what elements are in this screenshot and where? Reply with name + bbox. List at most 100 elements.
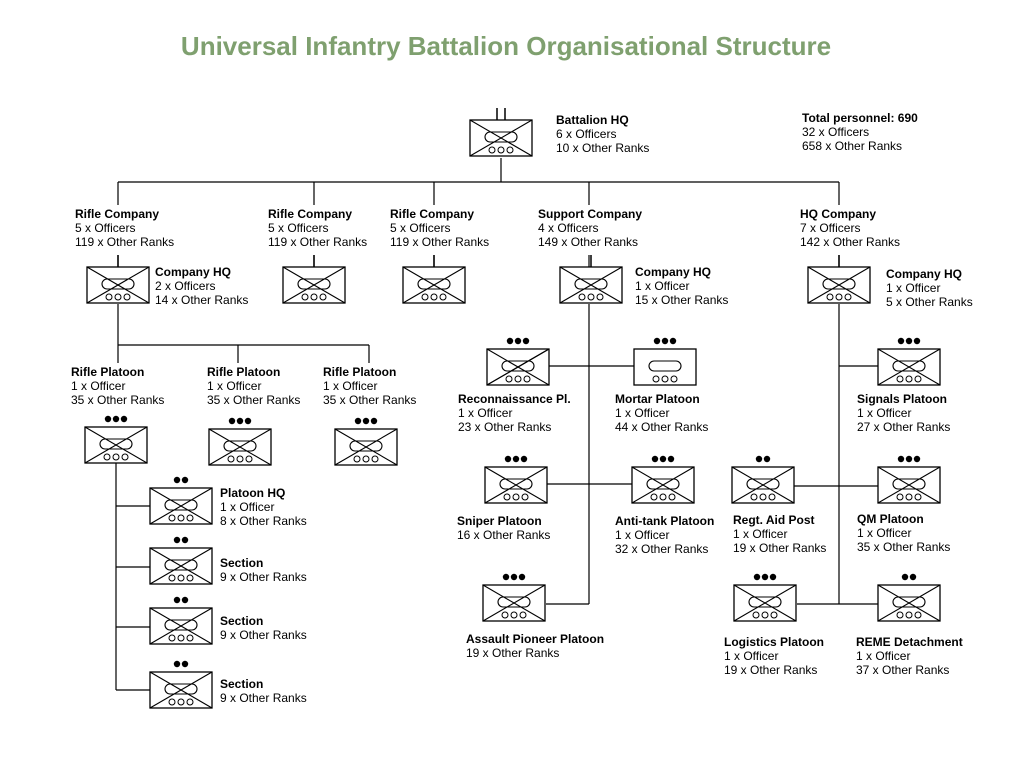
unit-name: Mortar Platoon xyxy=(615,392,700,406)
cross-line xyxy=(149,607,213,645)
wheel-circle xyxy=(587,293,595,301)
wheel-circle xyxy=(659,493,667,501)
wheel-circle xyxy=(523,375,531,383)
echelon-dot xyxy=(236,417,244,425)
unit-strength-line: 1 x Officer xyxy=(856,649,911,663)
wheel-circle xyxy=(914,375,922,383)
unit-name: Anti-tank Platoon xyxy=(615,514,715,528)
wheel-circle xyxy=(168,514,176,522)
echelon-dot xyxy=(181,476,189,484)
rc2-unit-symbol xyxy=(282,255,346,304)
page-title: Universal Infantry Battalion Organisatio… xyxy=(180,31,832,61)
unit-strength-line: 35 x Other Ranks xyxy=(71,393,165,407)
unit-strength-line: 149 x Other Ranks xyxy=(538,235,639,249)
tracked-oval xyxy=(499,478,533,490)
unit-strength-line: 10 x Other Ranks xyxy=(556,141,650,155)
wheel-circle xyxy=(510,611,518,619)
echelon-dot xyxy=(905,455,913,463)
unit-strength-line: 9 x Other Ranks xyxy=(220,691,307,705)
cross-line xyxy=(149,487,213,525)
wheel-circle xyxy=(123,293,131,301)
cross-line xyxy=(877,466,941,504)
echelon-dot xyxy=(173,660,181,668)
wheel-circle xyxy=(521,493,529,501)
echelon-dot xyxy=(228,417,236,425)
echelon-dot xyxy=(104,415,112,423)
unit-name: Section xyxy=(220,677,264,691)
echelon-dot xyxy=(181,536,189,544)
cross-line xyxy=(469,119,533,157)
tracked-oval xyxy=(501,360,535,372)
echelon-dot xyxy=(520,455,528,463)
cross-line xyxy=(149,671,213,709)
wheel-circle xyxy=(439,293,447,301)
echelon-dot xyxy=(769,573,777,581)
echelon-dot xyxy=(510,573,518,581)
echelon-dot xyxy=(763,455,771,463)
tracked-oval xyxy=(648,360,682,372)
tracked-oval xyxy=(164,683,198,695)
unit-strength-line: 119 x Other Ranks xyxy=(268,235,368,249)
wheel-circle xyxy=(896,611,904,619)
wheel-circle xyxy=(245,455,253,463)
cross-line xyxy=(631,466,695,504)
tracked-oval xyxy=(892,360,926,372)
echelon-dot xyxy=(181,660,189,668)
unit-strength-line: 19 x Other Ranks xyxy=(724,663,818,677)
cross-line xyxy=(877,584,941,622)
wheel-circle xyxy=(519,611,527,619)
echelon-dot xyxy=(173,596,181,604)
wheel-circle xyxy=(506,146,514,154)
tracked-oval xyxy=(99,438,133,450)
rc3-unit-symbol xyxy=(402,255,466,304)
echelon-dot xyxy=(905,337,913,345)
unit-strength-line: 1 x Officer xyxy=(886,281,941,295)
wheel-circle xyxy=(186,574,194,582)
wheel-circle xyxy=(503,493,511,501)
unit-name: Sniper Platoon xyxy=(457,514,542,528)
rc1-unit-symbol xyxy=(86,255,150,304)
unit-strength-line: 7 x Officers xyxy=(800,221,861,235)
echelon-dot xyxy=(506,337,514,345)
wheel-circle xyxy=(319,293,327,301)
total-officers: 32 x Officers xyxy=(802,125,870,139)
unit-strength-line: 35 x Other Ranks xyxy=(857,540,951,554)
cross-line xyxy=(334,428,398,466)
unit-strength-line: 27 x Other Ranks xyxy=(857,420,951,434)
unit-name: Company HQ xyxy=(635,265,712,279)
echelon-dot xyxy=(370,417,378,425)
hqc-unit-symbol xyxy=(807,255,871,304)
unit-strength-line: 119 x Other Ranks xyxy=(75,235,175,249)
echelon-dot xyxy=(661,337,669,345)
echelon-dot xyxy=(651,455,659,463)
echelon-dot xyxy=(522,337,530,345)
cross-line xyxy=(402,266,466,304)
unit-name: Section xyxy=(220,556,264,570)
wheel-circle xyxy=(759,493,767,501)
total-other-ranks: 658 x Other Ranks xyxy=(802,139,903,153)
wheel-circle xyxy=(650,493,658,501)
qm-unit-symbol xyxy=(877,455,941,504)
echelon-dot xyxy=(173,536,181,544)
unit-strength-line: 2 x Officers xyxy=(155,279,216,293)
unit-strength-line: 23 x Other Ranks xyxy=(458,420,552,434)
unit-name: Rifle Platoon xyxy=(323,365,397,379)
wheel-circle xyxy=(227,455,235,463)
cross-line xyxy=(208,428,272,466)
unit-strength-line: 35 x Other Ranks xyxy=(207,393,301,407)
wheel-circle xyxy=(103,453,111,461)
echelon-dot xyxy=(502,573,510,581)
wheel-circle xyxy=(177,514,185,522)
cross-line xyxy=(484,466,548,504)
unit-strength-line: 4 x Officers xyxy=(538,221,599,235)
